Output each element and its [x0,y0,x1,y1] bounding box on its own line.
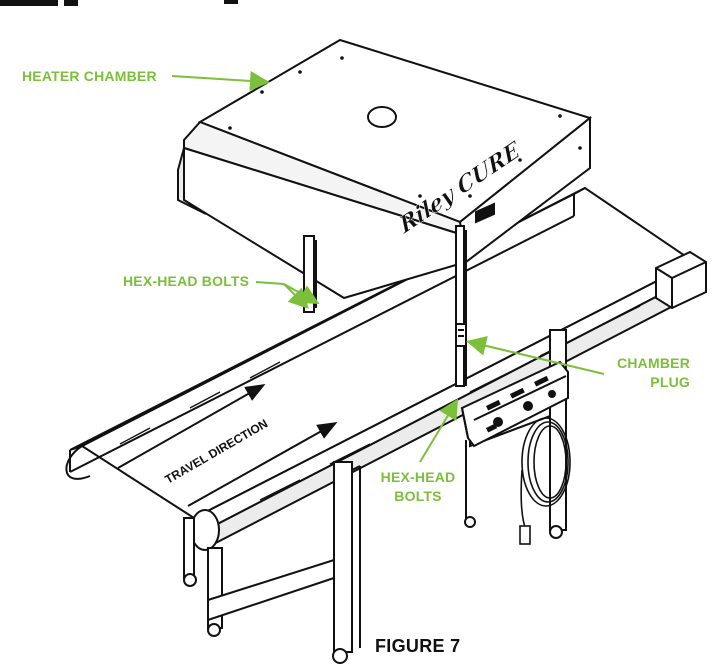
chamber-plug-callout: CHAMBER PLUG [600,354,690,392]
control-panel [460,360,569,448]
chamber-plug-leader [466,335,605,375]
travel-direction-arrows [117,384,338,507]
conveyor-stand [183,329,567,664]
heater-chamber-callout: HEATER CHAMBER [22,67,157,86]
conveyor-belt [65,186,707,551]
hex-bolts-left-leader [255,281,285,285]
hex-bolts-right-leader [419,398,459,463]
heater-chamber [177,38,593,300]
heater-chamber-label: HEATER CHAMBER [22,68,157,84]
hex-head-bolts-label-left: HEX-HEAD BOLTS [123,273,250,289]
hex-head-bolts-label-right-line1: HEX-HEAD [380,469,456,485]
callout-leader-lines [171,71,605,463]
hex-head-bolts-label-right-line2: BOLTS [394,488,442,504]
hex-head-bolts-callout-right: HEX-HEAD BOLTS [373,468,463,506]
chamber-plug-label-line2: PLUG [650,374,690,390]
chamber-support-posts [303,225,467,387]
figure-title: FIGURE 7 [375,636,461,656]
cropped-heading-fragment [0,0,238,6]
hex-head-bolts-callout-left: HEX-HEAD BOLTS [123,272,249,291]
power-cord-coil [519,417,571,545]
heater-chamber-leader [171,71,270,91]
chamber-plug-label-line1: CHAMBER [617,355,690,371]
